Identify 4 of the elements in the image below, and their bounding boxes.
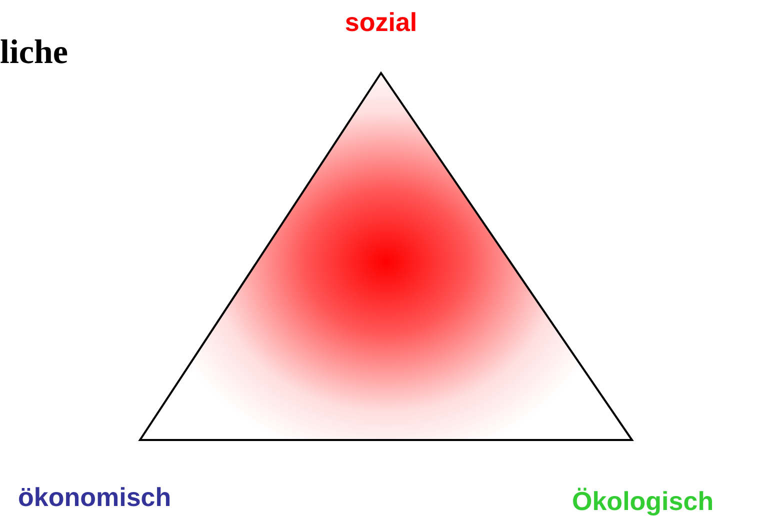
- vertex-label: Ökologisch: [572, 488, 714, 514]
- vertex-label: ökonomisch: [18, 484, 172, 510]
- vertex-label: sozial: [344, 9, 418, 35]
- heading-text: liche: [0, 36, 68, 70]
